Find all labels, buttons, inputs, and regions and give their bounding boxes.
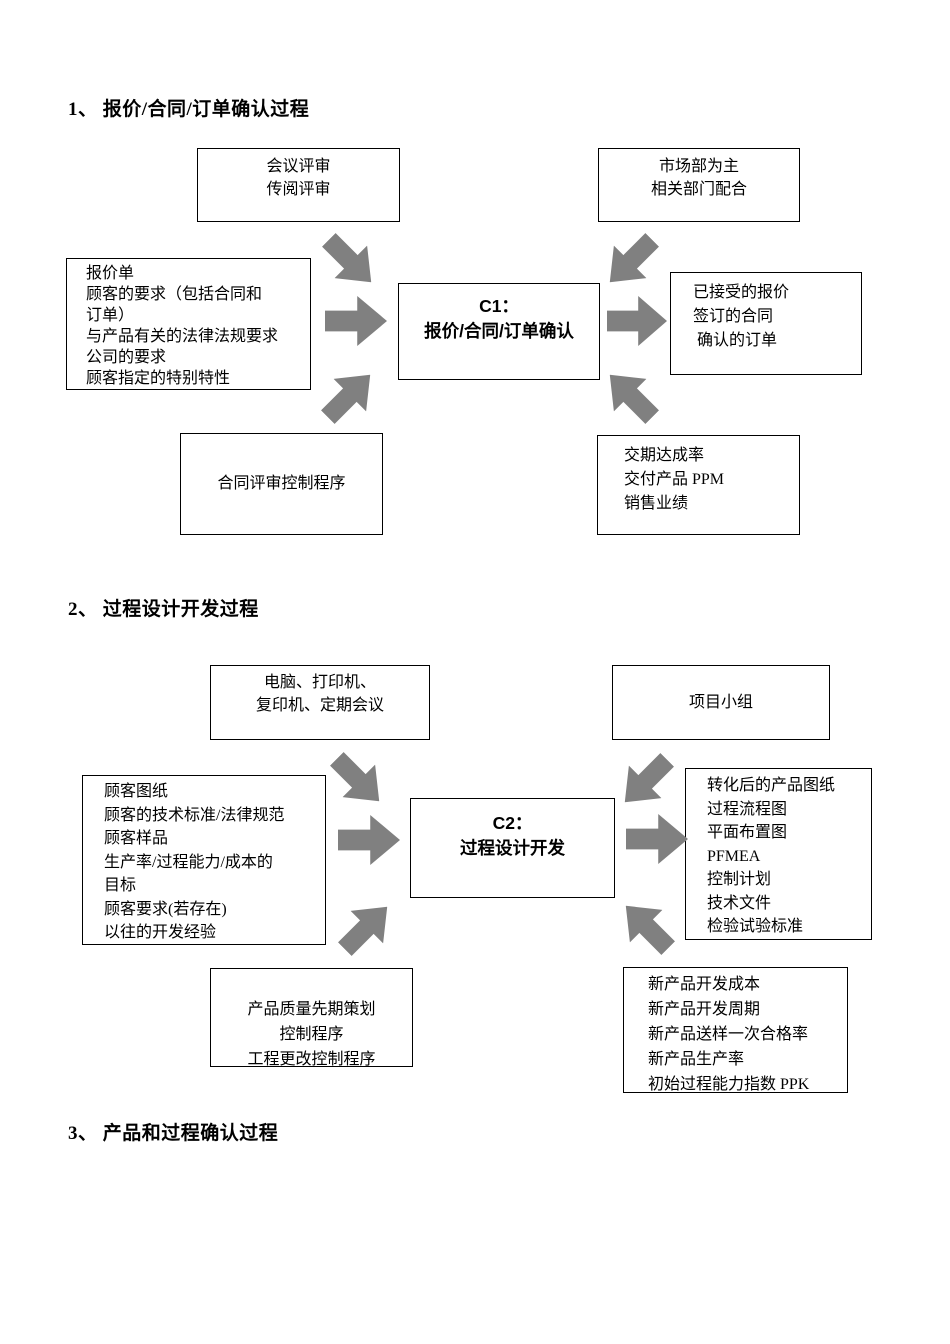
c2-top-left-arrow-icon [321,743,396,818]
c2-procedures-box: 产品质量先期策划 控制程序 工程更改控制程序 [210,968,413,1068]
c1-inputs-box: 报价单 顾客的要求（包括合同和 订单） 与产品有关的法律法规要求 公司的要求 顾… [66,258,311,390]
c2-left-arrow-icon [338,815,400,865]
c2-bottom-right-arrow-icon [610,890,685,965]
section2-heading: 2、 过程设计开发过程 [68,599,259,620]
c1-responsibility-box: 市场部为主 相关部门配合 [598,148,800,222]
c2-inputs-box: 顾客图纸 顾客的技术标准/法律规范 顾客样品 生产率/过程能力/成本的 目标 顾… [82,775,326,945]
c1-indicators-box: 交期达成率 交付产品 PPM 销售业绩 [597,435,800,535]
c1-methods-box: 会议评审 传阅评审 [197,148,400,222]
c1-process-box: C1： 报价/合同/订单确认 [398,283,600,380]
c1-outputs-box: 已接受的报价 签订的合同 确认的订单 [670,272,862,375]
section1-heading: 1、 报价/合同/订单确认过程 [68,99,310,120]
c2-methods-box: 电脑、打印机、 复印机、定期会议 [210,665,430,740]
c1-bottom-left-arrow-icon [312,359,387,434]
c2-process-box: C2： 过程设计开发 [410,798,615,898]
c1-procedures-box: 合同评审控制程序 [180,433,383,535]
c2-responsibility-box: 项目小组 [612,665,830,740]
c2-top-right-arrow-icon [609,744,684,819]
c1-bottom-right-arrow-icon [594,359,669,434]
c1-right-arrow-icon [607,296,667,346]
c2-outputs-box: 转化后的产品图纸 过程流程图 平面布置图 PFMEA 控制计划 技术文件 检验试… [685,768,872,940]
c2-indicators-box: 新产品开发成本 新产品开发周期 新产品送样一次合格率 新产品生产率 初始过程能力… [623,967,848,1093]
c2-bottom-left-arrow-icon [329,891,404,966]
c1-left-arrow-icon [325,296,387,346]
section3-heading: 3、 产品和过程确认过程 [68,1123,279,1144]
c2-right-arrow-icon [626,814,688,864]
c1-top-left-arrow-icon [313,224,388,299]
c1-top-right-arrow-icon [594,224,669,299]
